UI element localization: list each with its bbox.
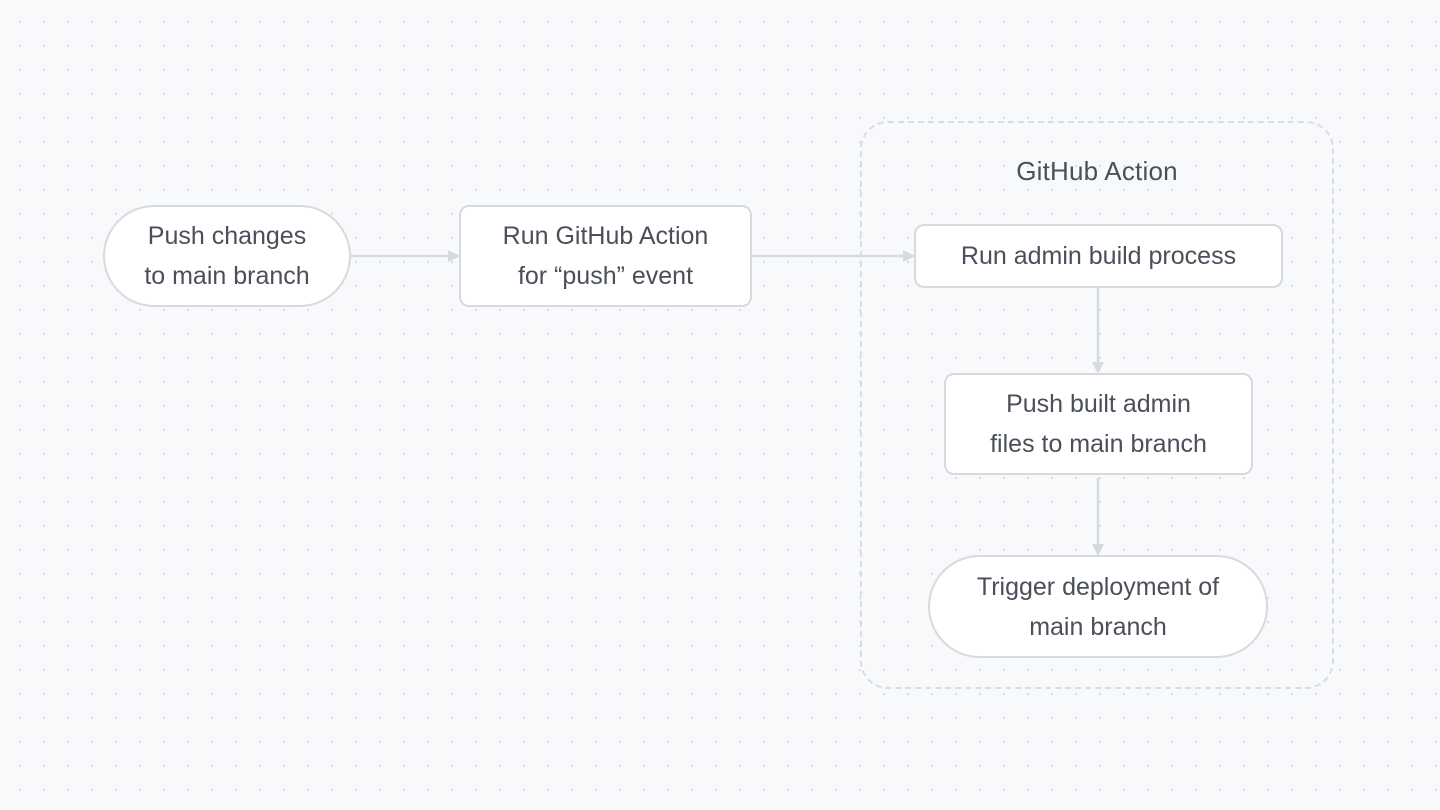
node-trigger-deployment[interactable]: Trigger deployment of main branch (928, 555, 1268, 658)
github-action-group (860, 121, 1334, 689)
group-title: GitHub Action (1016, 156, 1178, 186)
node-run-github-action[interactable]: Run GitHub Action for “push” event (459, 205, 752, 307)
node-push-built-files[interactable]: Push built admin files to main branch (944, 373, 1253, 475)
node-push-changes[interactable]: Push changes to main branch (103, 205, 351, 307)
node-run-admin-build[interactable]: Run admin build process (914, 224, 1283, 288)
